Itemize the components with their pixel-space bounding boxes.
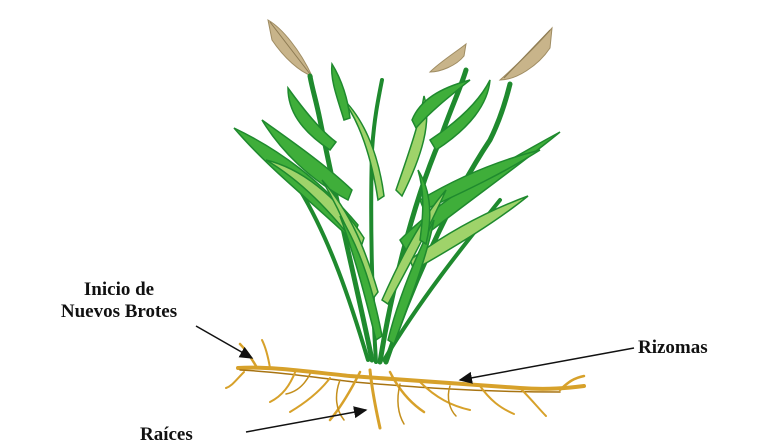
- seedhead-icon: [430, 44, 466, 72]
- root-system: [226, 340, 584, 428]
- label-rizomas: Rizomas: [638, 337, 708, 359]
- arrow-raices: [246, 410, 366, 432]
- plant-leaves: [234, 64, 560, 344]
- arrow-rizomas: [460, 348, 634, 380]
- seedhead-icon: [268, 20, 312, 76]
- label-inicio-nuevos-brotes: Inicio de Nuevos Brotes: [14, 279, 224, 323]
- label-brotes-line2: Nuevos Brotes: [14, 301, 224, 323]
- arrow-brotes: [196, 326, 252, 358]
- seedhead-icon: [500, 28, 552, 80]
- label-brotes-line1: Inicio de: [14, 279, 224, 301]
